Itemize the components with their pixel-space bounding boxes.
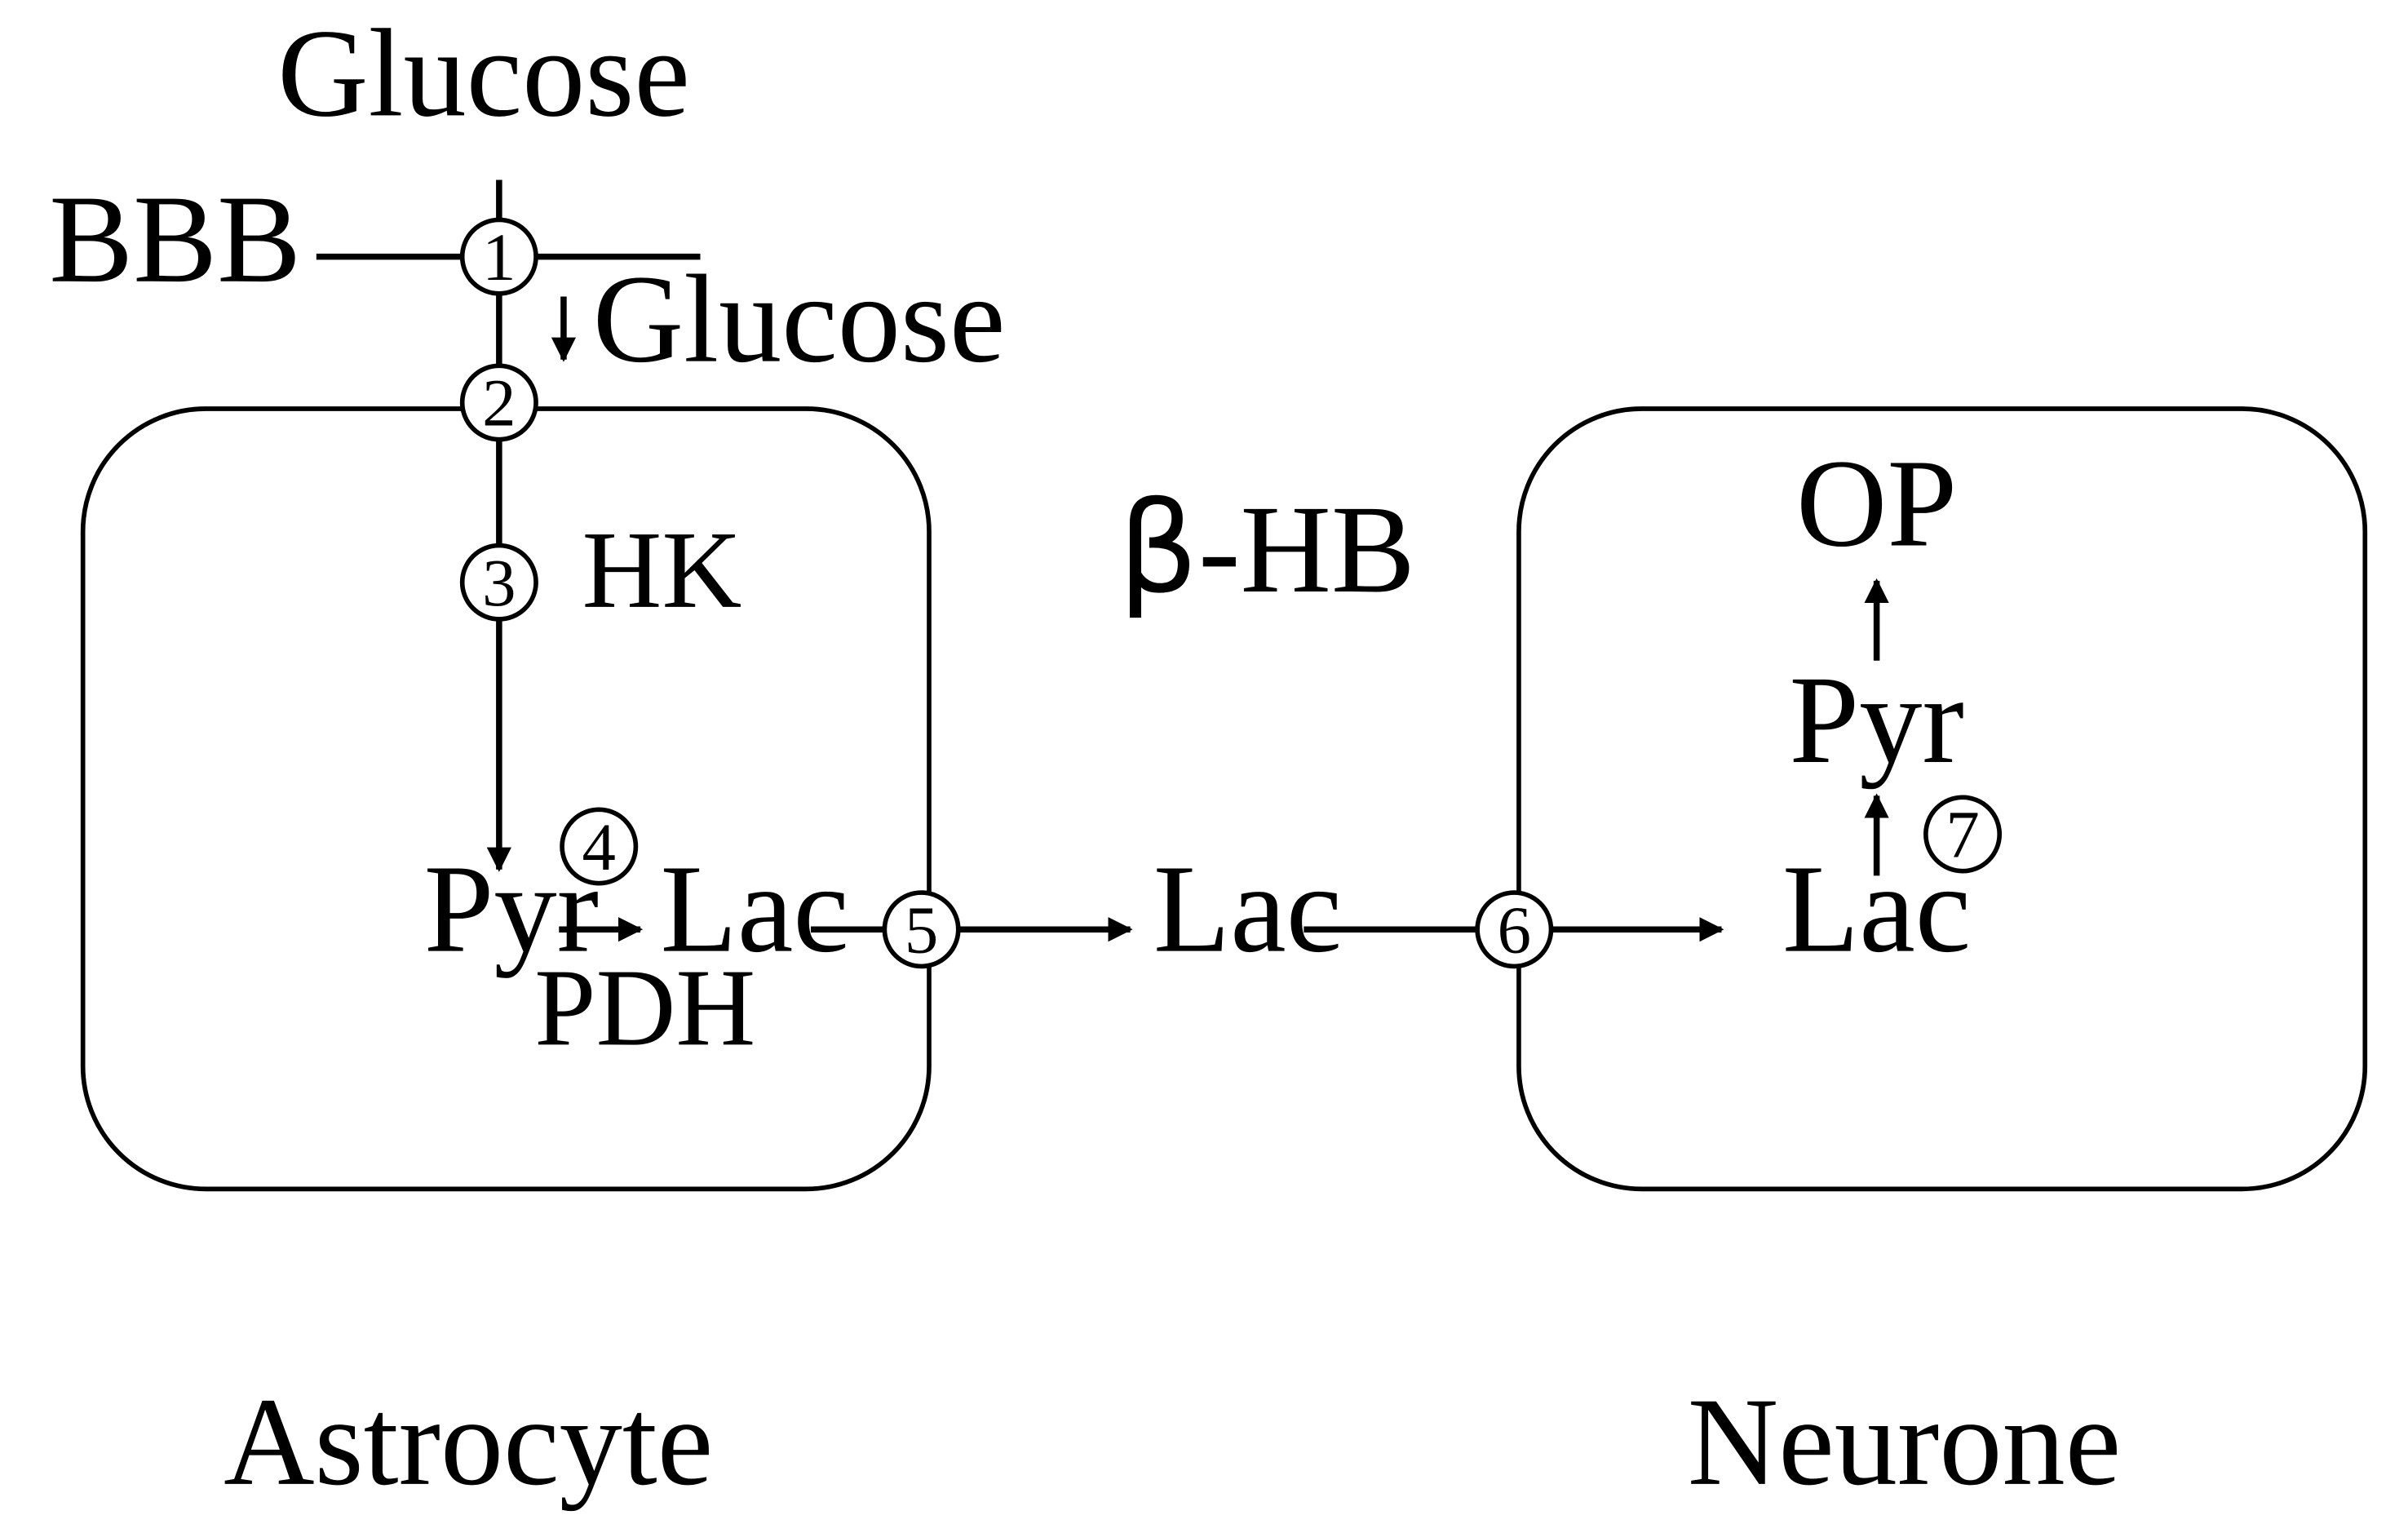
step-4-marker: 4 <box>560 807 639 886</box>
extracellular-lac-label: Lac <box>1153 840 1342 979</box>
pdh-label: PDH <box>534 946 755 1069</box>
astrocyte-pyr-label: Pyr <box>424 840 599 979</box>
step-5-marker: 5 <box>882 890 961 969</box>
beta-hb-label: β-HB <box>1118 476 1415 622</box>
glucose-inside-label: Glucose <box>593 250 1006 389</box>
neurone-cell <box>1516 406 2368 1192</box>
astrocyte-cell <box>80 406 932 1192</box>
step-2-marker: 2 <box>459 363 538 442</box>
astrocyte-caption: Astrocyte <box>224 1372 713 1512</box>
op-label: OP <box>1796 434 1957 574</box>
bbb-label: BBB <box>49 170 301 309</box>
beta-symbol: β <box>1118 476 1199 622</box>
neurone-pyr-label: Pyr <box>1789 650 1963 790</box>
neurone-caption: Neurone <box>1688 1372 2121 1512</box>
step-5-number: 5 <box>905 892 938 967</box>
step-7-marker: 7 <box>1923 795 2003 874</box>
step-4-number: 4 <box>582 809 616 884</box>
hk-label: HK <box>582 509 742 631</box>
step-6-marker: 6 <box>1475 890 1554 969</box>
step-3-marker: 3 <box>459 543 538 622</box>
neurone-lac-label: Lac <box>1782 840 1971 979</box>
step-1-number: 1 <box>482 219 516 295</box>
step-7-number: 7 <box>1945 797 1979 872</box>
step-6-number: 6 <box>1498 892 1531 967</box>
step-3-number: 3 <box>482 545 516 620</box>
astrocyte-lac-label: Lac <box>661 840 849 979</box>
step-1-marker: 1 <box>459 217 538 296</box>
glucose-outside-label: Glucose <box>277 3 690 143</box>
step-2-number: 2 <box>482 365 516 441</box>
hb-text: -HB <box>1198 480 1415 619</box>
